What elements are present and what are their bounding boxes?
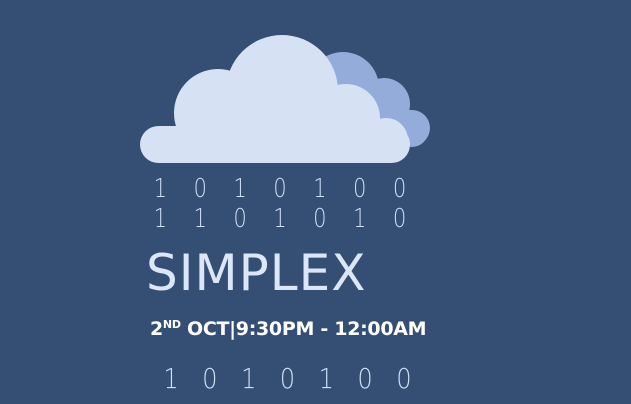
event-title: SIMPLEX xyxy=(146,244,367,302)
binary-digit: 0 xyxy=(202,362,218,395)
binary-digit: 0 xyxy=(392,204,407,234)
date-day: 2 xyxy=(150,318,163,340)
binary-digit: 0 xyxy=(392,174,407,204)
binary-digit: 1 xyxy=(153,174,168,204)
binary-digit: 0 xyxy=(279,362,296,395)
binary-row-1: 1 0 1 0 1 0 0 xyxy=(150,174,410,204)
binary-digit: 0 xyxy=(353,174,367,204)
binary-digit: 0 xyxy=(233,204,247,234)
binary-digit: 0 xyxy=(396,362,412,395)
binary-row-2: 1 1 0 1 0 1 0 xyxy=(150,204,410,234)
date-suffix: ND xyxy=(162,318,181,331)
binary-digit: 1 xyxy=(233,174,247,204)
binary-digit: 1 xyxy=(353,204,367,234)
binary-digit: 1 xyxy=(163,362,179,395)
binary-digit: 1 xyxy=(273,204,287,234)
binary-digit: 1 xyxy=(153,204,168,234)
binary-digit: 1 xyxy=(241,362,257,395)
date-time: OCT|9:30PM - 12:00AM xyxy=(180,318,427,340)
binary-digit: 0 xyxy=(357,362,373,395)
binary-digit: 1 xyxy=(193,204,207,234)
binary-row-3: 1 0 1 0 1 0 0 xyxy=(160,362,415,395)
binary-digit: 0 xyxy=(313,204,327,234)
binary-digit: 0 xyxy=(273,174,287,204)
binary-digit: 1 xyxy=(318,362,334,395)
event-date: 2ND OCT|9:30PM - 12:00AM xyxy=(150,318,427,340)
binary-digit: 0 xyxy=(193,174,207,204)
binary-digit: 1 xyxy=(313,174,327,204)
